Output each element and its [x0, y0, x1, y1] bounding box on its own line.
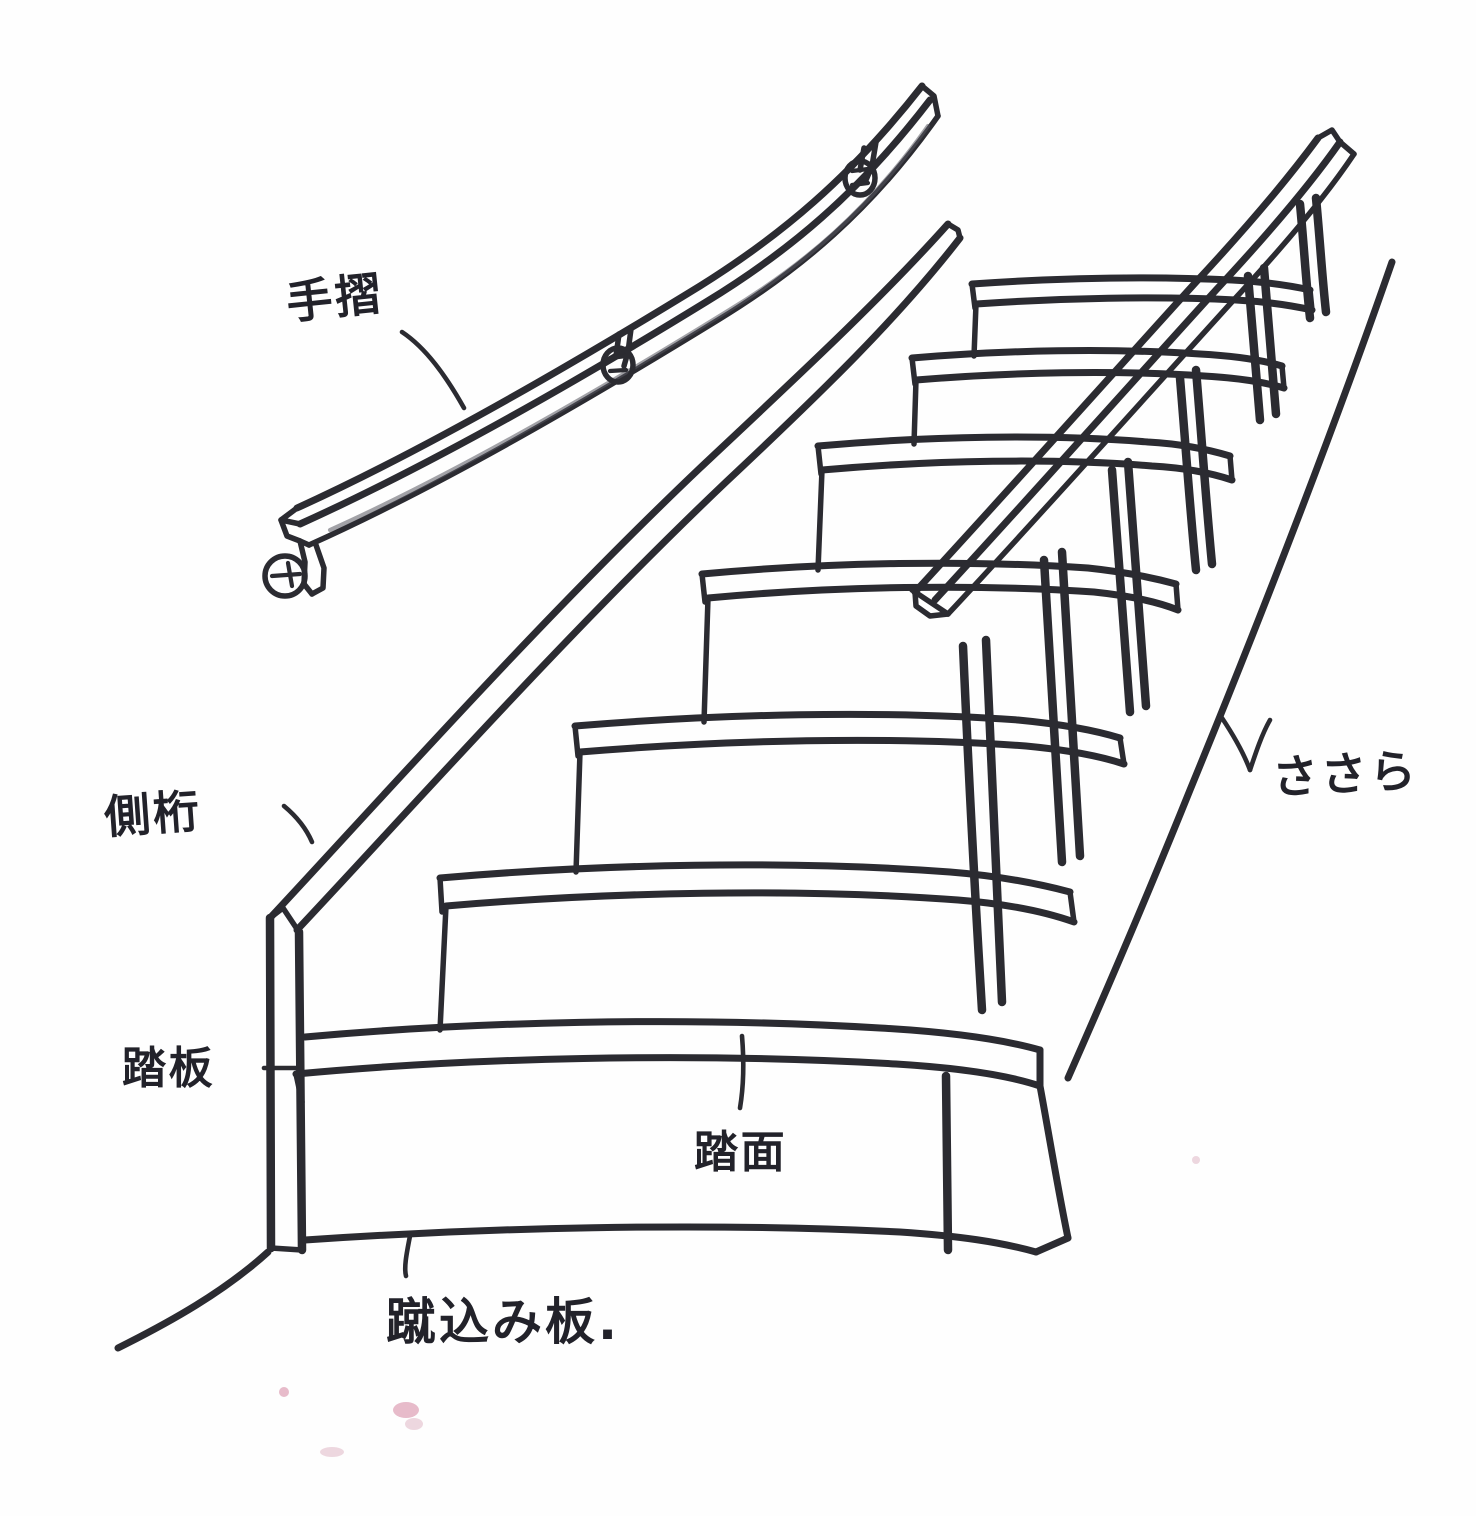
leader-side-stringer	[281, 803, 315, 845]
paper-smudges	[279, 1156, 1200, 1457]
leader-tread-surface	[737, 1033, 746, 1111]
step-3	[571, 710, 1128, 875]
handrail-end-bracket	[262, 538, 327, 599]
label-handrail: 手摺	[283, 266, 387, 330]
balustrade-group	[909, 127, 1357, 1015]
leader-handrail	[399, 329, 467, 411]
leader-riser-board	[402, 1233, 413, 1279]
step-1	[292, 1018, 1072, 1256]
right-stringer-line	[1064, 258, 1396, 1082]
label-tread-board: 踏板	[122, 1043, 216, 1094]
label-stringer: ささら	[1270, 743, 1420, 805]
leader-sasara	[1219, 715, 1253, 773]
wall-handrail-group	[262, 82, 941, 599]
floor-line	[114, 1248, 272, 1352]
handrail-upper-bracket	[842, 139, 879, 198]
handrail-middle-bracket	[600, 326, 636, 385]
step-6	[908, 347, 1288, 447]
step-2	[436, 861, 1078, 1033]
label-tread-surface: 踏面	[694, 1127, 788, 1178]
steps-group	[292, 274, 1316, 1256]
label-riser-board: 蹴込み板.	[386, 1293, 620, 1351]
leader-sasara-tick	[1247, 717, 1273, 773]
step-4	[698, 559, 1182, 725]
label-side-stringer: 側桁	[102, 783, 204, 845]
